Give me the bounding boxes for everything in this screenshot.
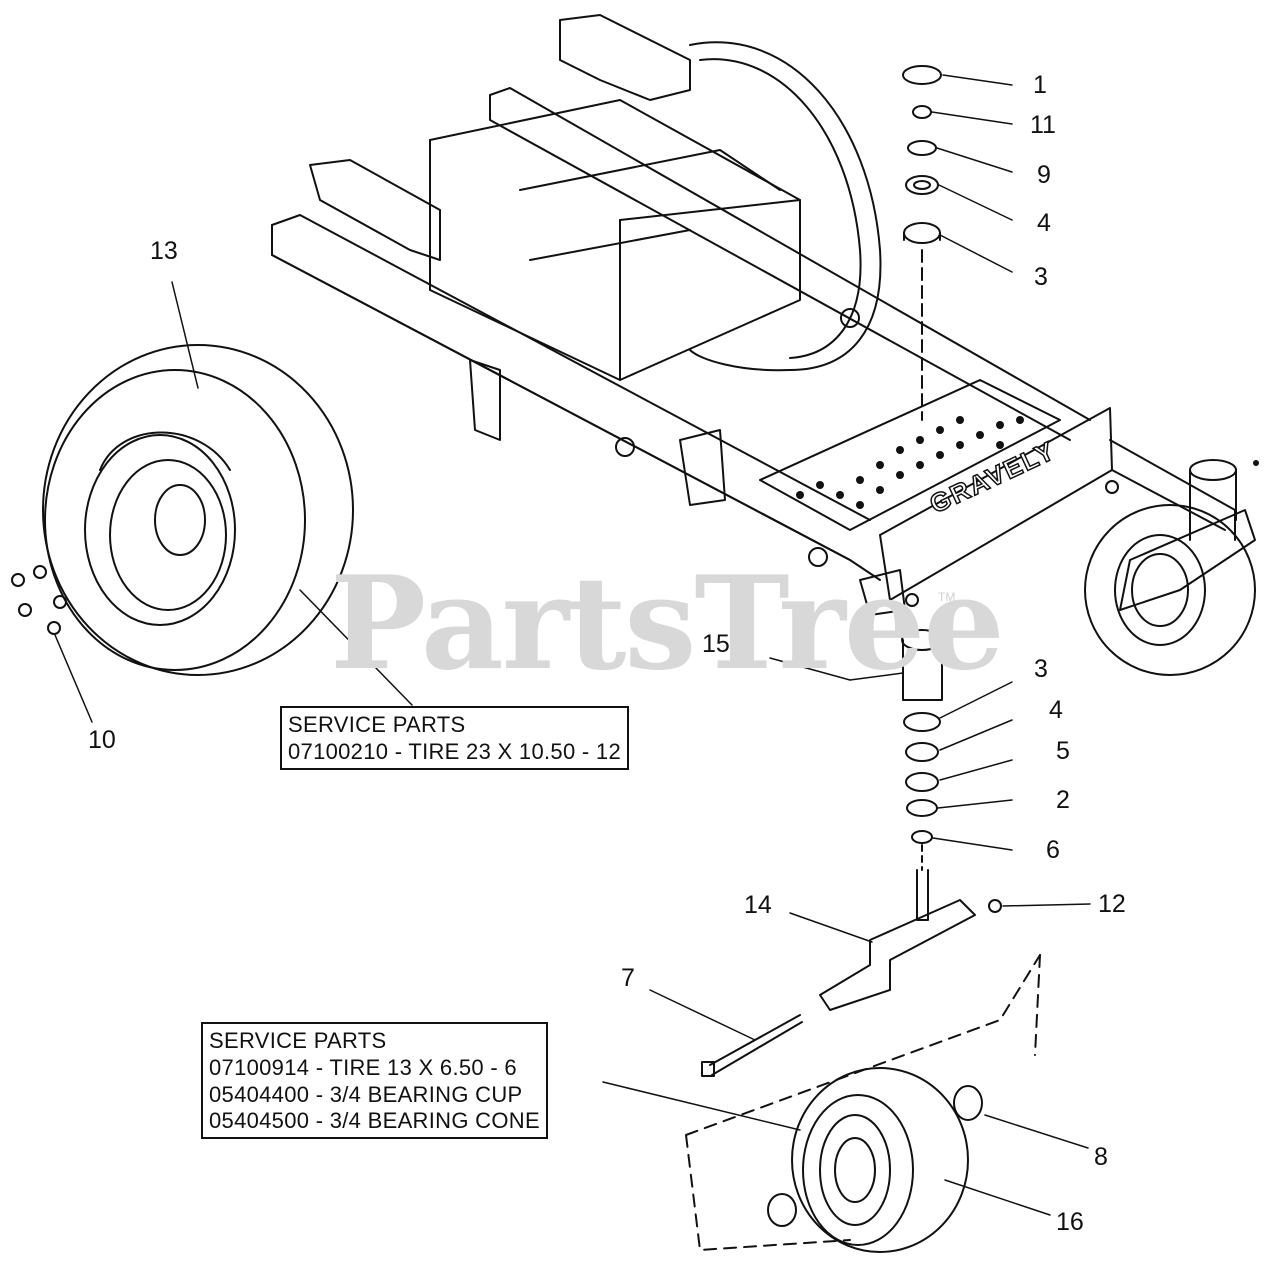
service-parts-rear-box: SERVICE PARTS 07100210 - TIRE 23 X 10.50… (280, 706, 630, 770)
service-parts-front-line: 05404400 - 3/4 BEARING CUP (209, 1081, 523, 1107)
callout-6: 6 (1046, 836, 1060, 864)
rear-left-tire-drawing (42, 344, 354, 676)
lug-nuts-drawing (11, 565, 67, 635)
callout-1: 1 (1033, 71, 1047, 99)
service-parts-front-title: SERVICE PARTS (209, 1028, 387, 1053)
callout-4-bottom: 4 (1049, 696, 1063, 724)
callout-4-top: 4 (1037, 209, 1051, 237)
rear-right-tire-drawing (689, 41, 882, 372)
watermark-trademark: TM (938, 590, 956, 604)
callout-11: 11 (1030, 111, 1056, 139)
mower-frame-drawing (271, 14, 1256, 676)
service-parts-front-line: 07100914 - TIRE 13 X 6.50 - 6 (209, 1054, 517, 1080)
callout-9: 9 (1037, 161, 1051, 189)
callout-15: 15 (702, 630, 730, 658)
service-parts-rear-title: SERVICE PARTS (288, 712, 466, 737)
service-parts-front-line: 05404500 - 3/4 BEARING CONE (209, 1108, 540, 1134)
caster-stack-drawing (685, 629, 1041, 1253)
bearing-stack-top-drawing (902, 65, 942, 421)
callout-3-top: 3 (1034, 263, 1048, 291)
callout-13: 13 (150, 237, 178, 265)
service-parts-front-box: SERVICE PARTS 07100914 - TIRE 13 X 6.50 … (201, 1022, 548, 1140)
callout-7: 7 (621, 964, 635, 992)
callout-14: 14 (744, 891, 772, 919)
deck-holes (796, 416, 1259, 509)
callout-12: 12 (1098, 890, 1126, 918)
callout-16: 16 (1056, 1208, 1084, 1236)
callout-8: 8 (1094, 1143, 1108, 1171)
callout-3-bottom: 3 (1034, 655, 1048, 683)
leader-lines (54, 74, 1091, 1216)
watermark-logo: PartsTree (330, 549, 1005, 699)
callout-5: 5 (1056, 737, 1070, 765)
service-parts-rear-line: 07100210 - TIRE 23 X 10.50 - 12 (288, 738, 622, 764)
callout-10: 10 (88, 726, 116, 754)
callout-2: 2 (1056, 786, 1070, 814)
